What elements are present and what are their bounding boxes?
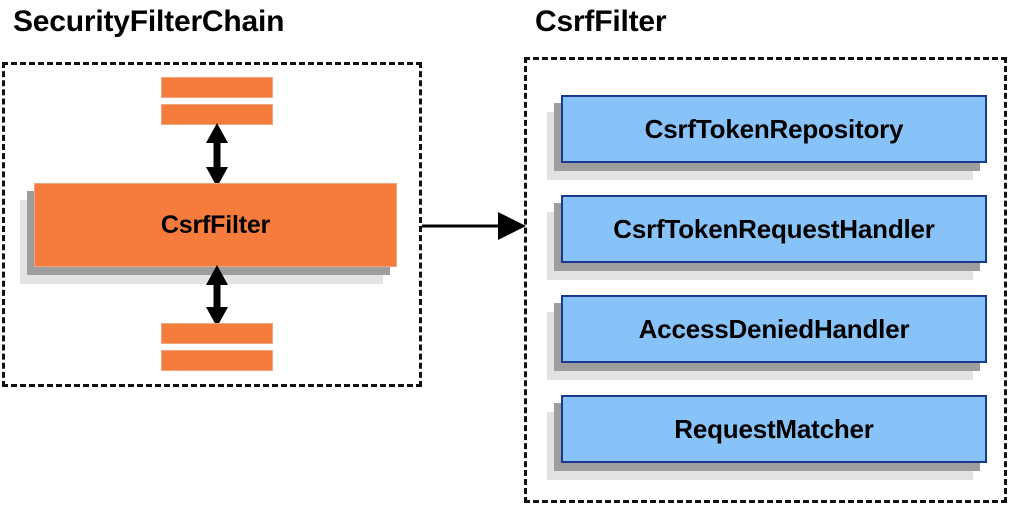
filter-bar-bottom-2	[161, 350, 273, 371]
filter-bar-bottom-1	[161, 323, 273, 344]
card-request-matcher[interactable]: RequestMatcher	[561, 395, 987, 463]
connector-arrow-right	[422, 212, 526, 240]
card-csrffilter[interactable]: CsrfFilter	[34, 183, 397, 267]
filter-bar-top-1	[161, 77, 273, 98]
filter-bar-top-2	[161, 104, 273, 125]
card-csrf-token-repository[interactable]: CsrfTokenRepository	[561, 95, 987, 163]
panel-title-csrf-filter: CsrfFilter	[535, 5, 667, 38]
card-access-denied-handler[interactable]: AccessDeniedHandler	[561, 295, 987, 363]
panel-security-filter-chain	[2, 62, 422, 387]
card-csrf-token-request-handler[interactable]: CsrfTokenRequestHandler	[561, 195, 987, 263]
panel-csrf-filter-internals	[524, 57, 1007, 503]
panel-title-security-filter-chain: SecurityFilterChain	[13, 5, 285, 38]
double-arrow-lower	[206, 265, 228, 327]
double-arrow-upper	[206, 123, 228, 187]
